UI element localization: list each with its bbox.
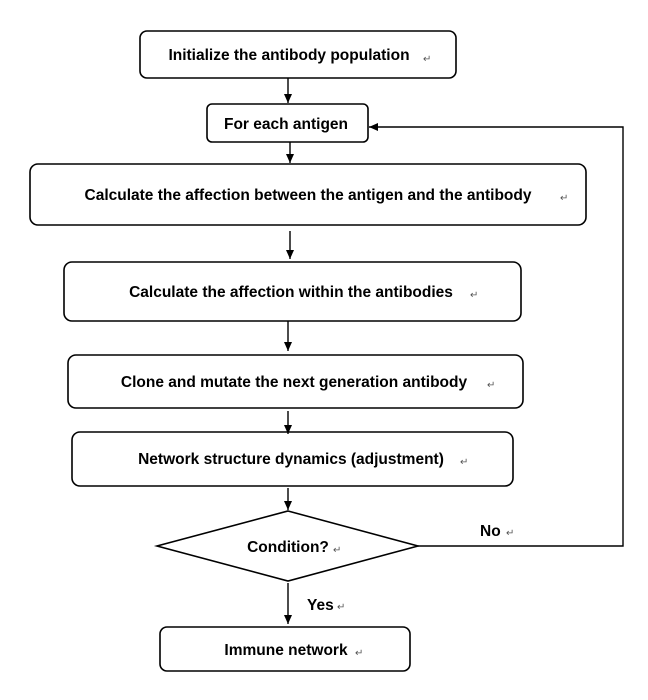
node-initialize-population-label: Initialize the antibody population (168, 47, 409, 64)
paragraph-mark: ↵ (333, 545, 341, 556)
node-condition-decision: Condition? ↵ (153, 510, 422, 582)
edge-no-loop (369, 123, 624, 547)
node-for-each-antigen: For each antigen (206, 103, 369, 143)
node-affection-within-antibodies-label: Calculate the affection within the antib… (129, 284, 453, 301)
paragraph-mark: ↵ (487, 380, 495, 391)
node-initialize-population: Initialize the antibody population ↵ (139, 30, 457, 79)
edge-label-no: No (480, 523, 501, 540)
node-condition-label: Condition? (247, 539, 329, 556)
paragraph-mark: ↵ (355, 648, 363, 659)
paragraph-mark: ↵ (470, 290, 478, 301)
node-affection-within-antibodies: Calculate the affection within the antib… (63, 261, 522, 322)
node-network-dynamics-label: Network structure dynamics (adjustment) (138, 451, 444, 468)
node-affection-antigen-antibody: Calculate the affection between the anti… (29, 163, 587, 226)
edge-label-yes: Yes (307, 597, 334, 614)
node-immune-network-label: Immune network (224, 642, 348, 659)
paragraph-mark: ↵ (423, 54, 431, 65)
paragraph-mark: ↵ (506, 528, 514, 539)
node-clone-mutate: Clone and mutate the next generation ant… (67, 354, 524, 409)
paragraph-mark: ↵ (337, 602, 345, 613)
node-network-dynamics: Network structure dynamics (adjustment) … (71, 431, 514, 487)
paragraph-mark: ↵ (460, 457, 468, 468)
node-immune-network: Immune network ↵ (159, 626, 411, 672)
node-for-each-antigen-label: For each antigen (224, 116, 348, 133)
node-affection-antigen-antibody-label: Calculate the affection between the anti… (85, 187, 532, 204)
paragraph-mark: ↵ (560, 193, 568, 204)
node-clone-mutate-label: Clone and mutate the next generation ant… (121, 374, 468, 391)
